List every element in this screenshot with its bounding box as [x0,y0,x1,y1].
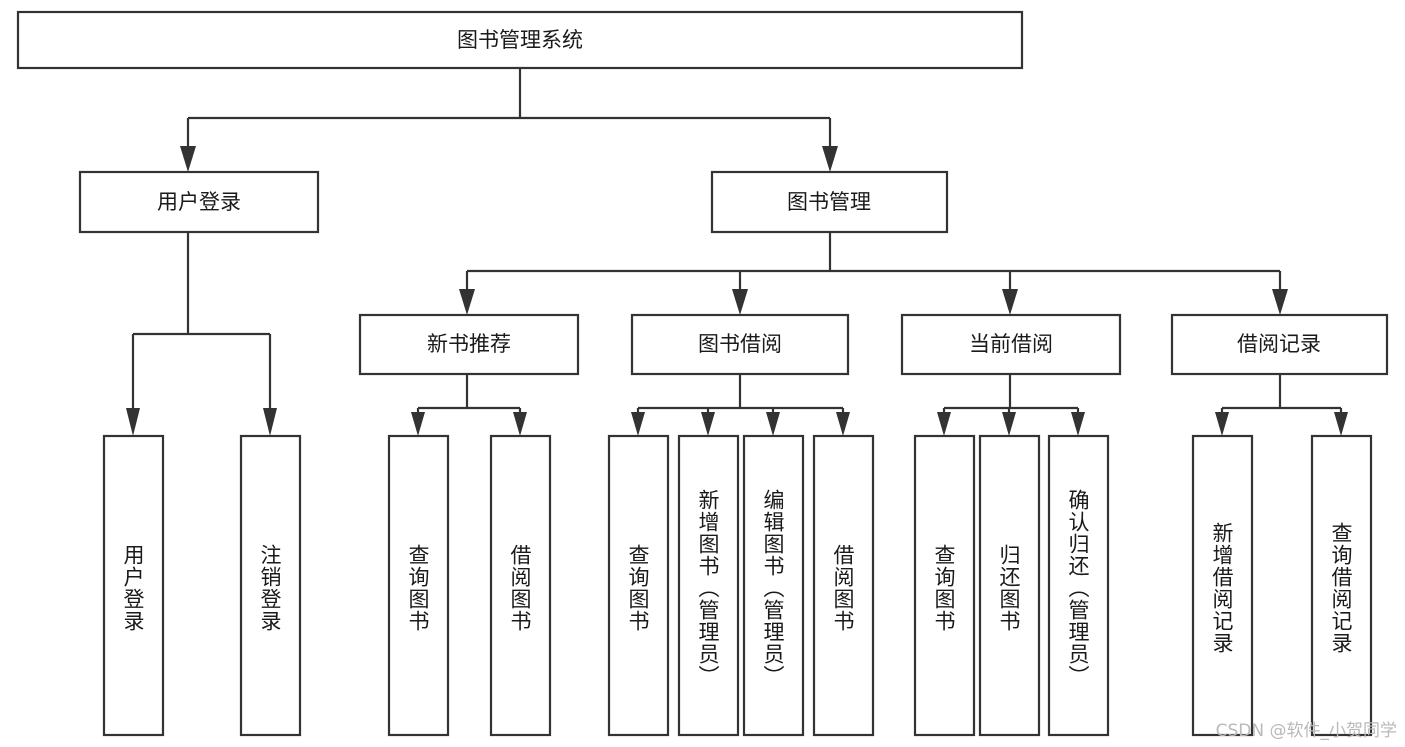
arrow-head-current-borrow [1002,289,1018,315]
node-leaf-return-book-label: 归还图书 [997,544,1021,632]
node-leaf-add-record-label: 新增借阅记录 [1210,522,1234,654]
node-leaf-query-book-1-box[interactable] [387,434,450,737]
arrow-head-leaf-user-login [126,408,140,436]
node-leaf-confirm-return-label: 确认归还（管理员） [1066,489,1090,687]
node-leaf-borrow-book-2[interactable]: 借阅图书 [812,434,875,737]
node-leaf-add-book-label: 新增图书（管理员） [696,489,720,687]
arrow-head-leaf-borrow-book-2 [836,412,850,436]
arrow-head-leaf-query-record [1334,412,1348,436]
arrow-head-leaf-edit-book [766,412,780,436]
arrow-head-borrow-record [1272,289,1288,315]
node-book-borrow[interactable]: 图书借阅 [630,313,850,376]
node-leaf-query-record-box[interactable] [1310,434,1373,737]
arrow-head-leaf-add-book [701,412,715,436]
arrow-head-book-borrow [732,289,748,315]
node-leaf-borrow-book-1[interactable]: 借阅图书 [489,434,552,737]
node-leaf-borrow-book-2-box[interactable] [812,434,875,737]
node-root[interactable]: 图书管理系统 [16,10,1024,70]
node-user-login-box[interactable] [78,170,320,234]
node-root-label: 图书管理系统 [457,28,583,52]
node-current-borrow-label: 当前借阅 [969,332,1053,356]
node-leaf-return-book-box[interactable] [978,434,1041,737]
node-book-management-box[interactable] [710,170,949,234]
node-user-login-label: 用户登录 [157,190,241,214]
node-leaf-add-record-box[interactable] [1191,434,1254,737]
node-leaf-return-book[interactable]: 归还图书 [978,434,1041,737]
node-leaf-query-book-2-label: 查询图书 [626,544,650,632]
node-new-book-recommend[interactable]: 新书推荐 [358,313,580,376]
node-book-management[interactable]: 图书管理 [710,170,949,234]
node-leaf-query-record[interactable]: 查询借阅记录 [1310,434,1373,737]
node-leaf-logout-login-box[interactable] [239,434,302,737]
node-leaf-logout-login[interactable]: 注销登录 [239,434,302,737]
node-new-book-recommend-label: 新书推荐 [427,332,511,356]
arrow-head-user-login [180,146,196,172]
node-leaf-edit-book-label: 编辑图书（管理员） [761,489,785,687]
node-borrow-record-box[interactable] [1170,313,1389,376]
node-leaf-add-book[interactable]: 新增图书（管理员） [677,434,740,737]
arrow-head-leaf-add-record [1215,412,1229,436]
node-leaf-query-book-3-label: 查询图书 [932,544,956,632]
connector-group-book-borrow [631,374,850,436]
arrow-head-leaf-confirm-return [1071,412,1085,436]
arrow-head-book-management [822,146,838,172]
node-leaf-query-book-3-box[interactable] [913,434,976,737]
arrow-head-leaf-query-book-2 [631,412,645,436]
node-leaf-query-book-2-box[interactable] [607,434,670,737]
arrow-head-leaf-borrow-book-1 [513,412,527,436]
node-new-book-recommend-box[interactable] [358,313,580,376]
node-borrow-record[interactable]: 借阅记录 [1170,313,1389,376]
node-leaf-confirm-return-box[interactable] [1047,434,1110,737]
connector-group-new-book-recommend [411,374,527,436]
node-book-management-label: 图书管理 [787,190,871,214]
node-leaf-logout-login-label: 注销登录 [258,544,282,632]
node-leaf-user-login-box[interactable] [102,434,165,737]
node-leaf-query-book-2[interactable]: 查询图书 [607,434,670,737]
connector-group-book-management [459,232,1288,315]
node-book-borrow-box[interactable] [630,313,850,376]
connector-group-root [180,68,838,172]
node-current-borrow-box[interactable] [900,313,1122,376]
node-leaf-edit-book[interactable]: 编辑图书（管理员） [742,434,805,737]
node-leaf-edit-book-box[interactable] [742,434,805,737]
node-leaf-query-book-1-label: 查询图书 [406,544,430,632]
node-leaf-borrow-book-1-box[interactable] [489,434,552,737]
node-borrow-record-label: 借阅记录 [1237,332,1321,356]
node-root-box[interactable] [16,10,1024,70]
arrow-head-new-book-recommend [459,289,475,315]
node-leaf-add-book-box[interactable] [677,434,740,737]
arrow-head-leaf-query-book-3 [937,412,951,436]
node-leaf-query-record-label: 查询借阅记录 [1329,522,1353,654]
node-leaf-confirm-return[interactable]: 确认归还（管理员） [1047,434,1110,737]
connector-group-user-login [126,232,277,436]
connector-group-borrow-record [1215,374,1348,436]
node-current-borrow[interactable]: 当前借阅 [900,313,1122,376]
node-leaf-user-login-label: 用户登录 [121,544,145,632]
arrow-head-leaf-query-book-1 [411,412,425,436]
node-leaf-query-book-1[interactable]: 查询图书 [387,434,450,737]
connector-group-current-borrow [937,374,1085,436]
node-leaf-query-book-3[interactable]: 查询图书 [913,434,976,737]
node-leaf-user-login[interactable]: 用户登录 [102,434,165,737]
node-leaf-borrow-book-2-label: 借阅图书 [831,544,855,632]
node-user-login[interactable]: 用户登录 [78,170,320,234]
arrow-head-leaf-logout-login [263,408,277,436]
arrow-head-leaf-return-book [1002,412,1016,436]
node-leaf-add-record[interactable]: 新增借阅记录 [1191,434,1254,737]
node-book-borrow-label: 图书借阅 [698,332,782,356]
node-leaf-borrow-book-1-label: 借阅图书 [508,544,532,632]
